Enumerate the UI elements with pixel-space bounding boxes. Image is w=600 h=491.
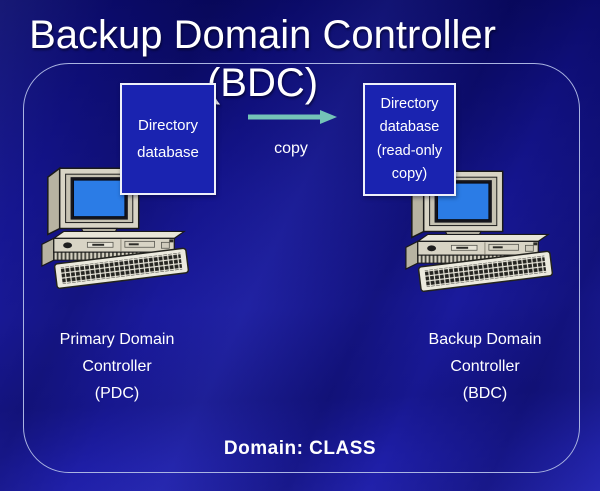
pdc-db-line2: database bbox=[137, 144, 199, 161]
bdc-directory-database-box: Directory database (read-only copy) bbox=[363, 83, 456, 196]
pdc-directory-database-box: Directory database bbox=[120, 83, 216, 195]
bdc-db-line4: copy) bbox=[391, 166, 428, 182]
pdc-caption-line2: Controller bbox=[82, 358, 152, 375]
pdc-db-line1: Directory bbox=[137, 117, 198, 134]
pdc-caption-line3: (PDC) bbox=[94, 385, 140, 402]
content-frame-border bbox=[23, 63, 580, 473]
bdc-caption-line3: (BDC) bbox=[462, 385, 508, 402]
copy-arrow-label: copy bbox=[274, 140, 308, 157]
bdc-db-line3: (read-only bbox=[376, 142, 443, 159]
bdc-caption-line1: Backup Domain bbox=[428, 331, 542, 348]
slide-title-line1: Backup Domain Controller bbox=[29, 13, 496, 57]
pdc-caption: Primary Domain Controller (PDC) bbox=[33, 326, 201, 407]
slide-title: Backup Domain Controller (BDC) bbox=[0, 11, 525, 107]
domain-footer-label: Domain: CLASS bbox=[223, 438, 377, 459]
pdc-caption-line1: Primary Domain bbox=[59, 331, 175, 348]
slide-title-line2: (BDC) bbox=[206, 61, 319, 105]
bdc-db-line1: Directory bbox=[380, 95, 439, 112]
bdc-db-line2: database bbox=[379, 119, 440, 135]
copy-arrow-icon bbox=[246, 107, 338, 127]
bdc-caption: Backup Domain Controller (BDC) bbox=[401, 326, 569, 407]
bdc-caption-line2: Controller bbox=[450, 358, 520, 375]
